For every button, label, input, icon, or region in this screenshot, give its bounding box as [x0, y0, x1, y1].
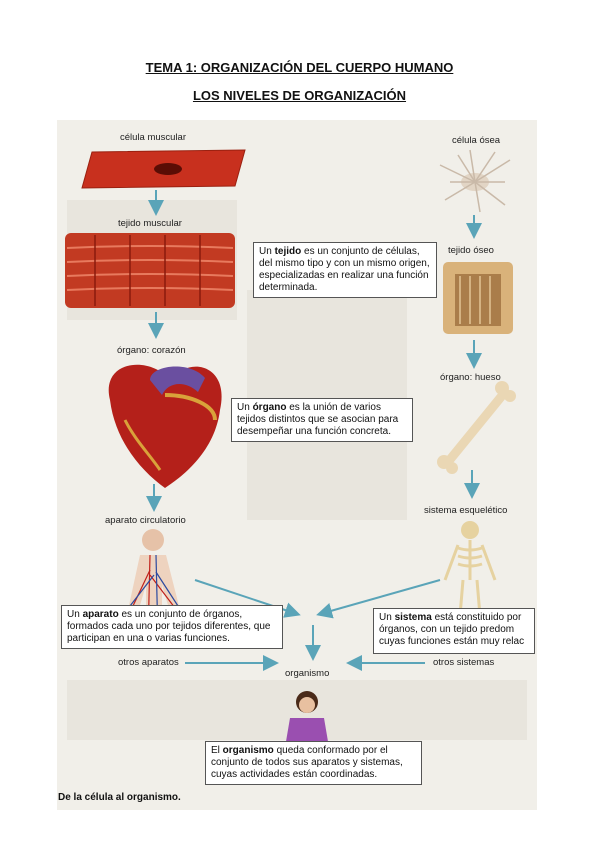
muscle-cell-illustration: [81, 149, 246, 189]
page-subtitle: LOS NIVELES DE ORGANIZACIÓN: [192, 88, 407, 103]
label-circulatory: aparato circulatorio: [105, 515, 186, 526]
figure-panel: [57, 120, 537, 810]
definition-sistema: Un sistema está constituido por órganos,…: [373, 608, 535, 654]
label-other-systems: otros sistemas: [433, 657, 495, 668]
flow-arrows: [146, 190, 482, 671]
heart-illustration: [108, 364, 222, 488]
label-bone-tissue: tejido óseo: [448, 245, 494, 256]
figure-caption: De la célula al organismo.: [58, 792, 181, 803]
muscle-tissue-illustration: [65, 233, 235, 308]
definition-organismo: El organismo queda conformado por el con…: [205, 741, 422, 785]
bone-tissue-illustration: [443, 262, 513, 334]
label-organism: organismo: [285, 668, 330, 679]
label-muscle-tissue: tejido muscular: [118, 218, 182, 229]
label-organ-bone: órgano: hueso: [440, 372, 501, 383]
bone-illustration: [437, 381, 516, 474]
label-muscle-cell: célula muscular: [120, 132, 186, 143]
definition-organo: Un órgano es la unión de varios tejidos …: [231, 398, 413, 442]
bone-cell-illustration: [439, 149, 511, 213]
definition-aparato: Un aparato es un conjunto de órganos, fo…: [61, 605, 283, 649]
definition-tejido: Un tejido es un conjunto de células, del…: [253, 242, 437, 298]
label-organ-heart: órgano: corazón: [117, 345, 186, 356]
label-skeletal: sistema esquelético: [424, 505, 508, 516]
label-bone-cell: célula ósea: [452, 135, 501, 146]
label-other-apparatus: otros aparatos: [118, 657, 179, 668]
page-title: TEMA 1: ORGANIZACIÓN DEL CUERPO HUMANO: [145, 60, 454, 75]
